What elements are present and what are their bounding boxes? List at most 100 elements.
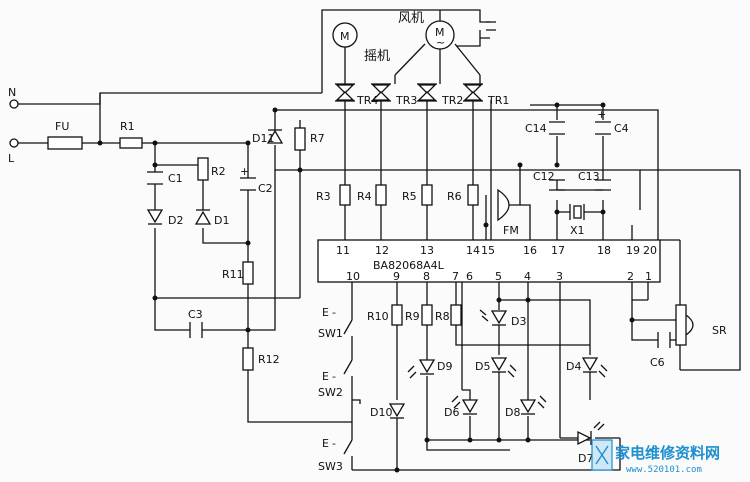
buzzer-fm: FM [497, 188, 519, 237]
svg-text:SR: SR [712, 324, 727, 337]
svg-text:14: 14 [466, 244, 480, 257]
capacitor-c6: C6 [650, 332, 671, 369]
svg-text:R4: R4 [357, 190, 372, 203]
swing-motor: M 摇机 [332, 22, 390, 64]
svg-text:+: + [240, 165, 249, 178]
svg-text:-: - [332, 306, 336, 319]
svg-text:D9: D9 [437, 360, 452, 373]
resistor-r11: R11 [222, 261, 254, 285]
led-d10: D10 [370, 403, 406, 419]
led-d4: D4 [566, 357, 608, 378]
junction-dots [97, 102, 635, 473]
resistor-r1: R1 [119, 120, 143, 149]
terminal-n-label: N [8, 86, 16, 99]
svg-text:C4: C4 [614, 122, 629, 135]
svg-text:D2: D2 [168, 214, 183, 227]
capacitor-c14: C14 [525, 121, 565, 135]
resistor-r6: R6 [447, 184, 479, 206]
svg-text:D10: D10 [370, 406, 392, 419]
svg-text:E: E [322, 370, 329, 383]
svg-text:X1: X1 [570, 224, 585, 237]
svg-text:9: 9 [393, 270, 400, 283]
switch-sw1: E - SW1 [318, 306, 353, 340]
svg-text:2: 2 [627, 270, 634, 283]
svg-text:18: 18 [597, 244, 611, 257]
svg-text:D4: D4 [566, 360, 581, 373]
svg-text:R9: R9 [405, 310, 420, 323]
resistor-r3: R3 [316, 184, 351, 206]
led-d7: D7 [577, 421, 605, 465]
svg-text:C12: C12 [533, 170, 555, 183]
svg-text:13: 13 [420, 244, 434, 257]
svg-text:20: 20 [643, 244, 657, 257]
svg-text:4: 4 [524, 270, 531, 283]
svg-text:C13: C13 [578, 170, 600, 183]
svg-text:C14: C14 [525, 122, 547, 135]
triac-tr1: TR1 [463, 75, 509, 107]
led-d9: D9 [407, 359, 452, 379]
resistor-r4: R4 [357, 184, 387, 206]
svg-text:R6: R6 [447, 190, 462, 203]
switch-sw2: E - SW2 [318, 359, 353, 399]
svg-text:D7: D7 [578, 452, 593, 465]
svg-text:M: M [435, 26, 445, 39]
terminal-n: N [8, 86, 19, 109]
svg-text:摇机: 摇机 [364, 49, 390, 64]
terminal-l-label: L [8, 152, 15, 165]
watermark-url: www.520101.com [626, 465, 702, 475]
svg-text:16: 16 [523, 244, 537, 257]
watermark: 家电维修资料网 www.520101.com [591, 439, 720, 475]
svg-text:TR1: TR1 [487, 94, 509, 107]
resistor-r9: R9 [405, 304, 433, 326]
watermark-text: 家电维修资料网 [615, 444, 720, 462]
triac-tr2: TR2 [417, 75, 463, 107]
svg-text:+: + [597, 108, 606, 121]
svg-text:TR4: TR4 [356, 94, 378, 107]
svg-text:C3: C3 [188, 308, 203, 321]
svg-text:R5: R5 [402, 190, 417, 203]
capacitor-c12: C12 [533, 170, 565, 191]
triac-tr4: TR4 [335, 83, 378, 107]
svg-text:SW2: SW2 [318, 386, 343, 399]
svg-text:~: ~ [436, 36, 445, 49]
diode-d2: D2 [146, 209, 183, 227]
svg-text:C1: C1 [168, 172, 183, 185]
svg-text:R3: R3 [316, 190, 331, 203]
svg-text:R2: R2 [211, 165, 226, 178]
capacitor-c13: C13 [578, 170, 611, 191]
switch-sw3: E - SW3 [318, 437, 353, 473]
svg-text:15: 15 [481, 244, 495, 257]
terminal-l: L [8, 138, 19, 165]
svg-text:12: 12 [375, 244, 389, 257]
svg-text:C6: C6 [650, 356, 665, 369]
svg-text:R1: R1 [120, 120, 135, 133]
svg-text:E: E [322, 306, 329, 319]
svg-text:TR3: TR3 [395, 94, 417, 107]
resistor-r10: R10 [367, 304, 403, 326]
led-d3: D3 [479, 309, 526, 328]
svg-text:SW3: SW3 [318, 460, 343, 473]
resistor-r5: R5 [402, 184, 433, 206]
svg-text:R11: R11 [222, 268, 244, 281]
svg-text:D1: D1 [214, 214, 229, 227]
svg-text:R7: R7 [310, 132, 325, 145]
svg-text:FM: FM [503, 224, 519, 237]
svg-text:6: 6 [466, 270, 473, 283]
sensor-sr: SR [675, 304, 727, 346]
svg-text:R12: R12 [258, 353, 280, 366]
svg-text:10: 10 [346, 270, 360, 283]
fuse-fu: FU [47, 120, 83, 150]
svg-text:D6: D6 [444, 406, 459, 419]
capacitor-c2: + C2 [240, 165, 273, 195]
svg-text:C2: C2 [258, 182, 273, 195]
diode-d1: D1 [194, 209, 229, 227]
svg-text:FU: FU [55, 120, 69, 133]
capacitor-c3: C3 [188, 308, 203, 338]
svg-text:-: - [332, 437, 336, 450]
ic-name: BA82068A4L [373, 259, 445, 272]
capacitor-c4: + C4 [595, 108, 629, 135]
svg-text:M: M [340, 30, 350, 43]
svg-text:11: 11 [336, 244, 350, 257]
